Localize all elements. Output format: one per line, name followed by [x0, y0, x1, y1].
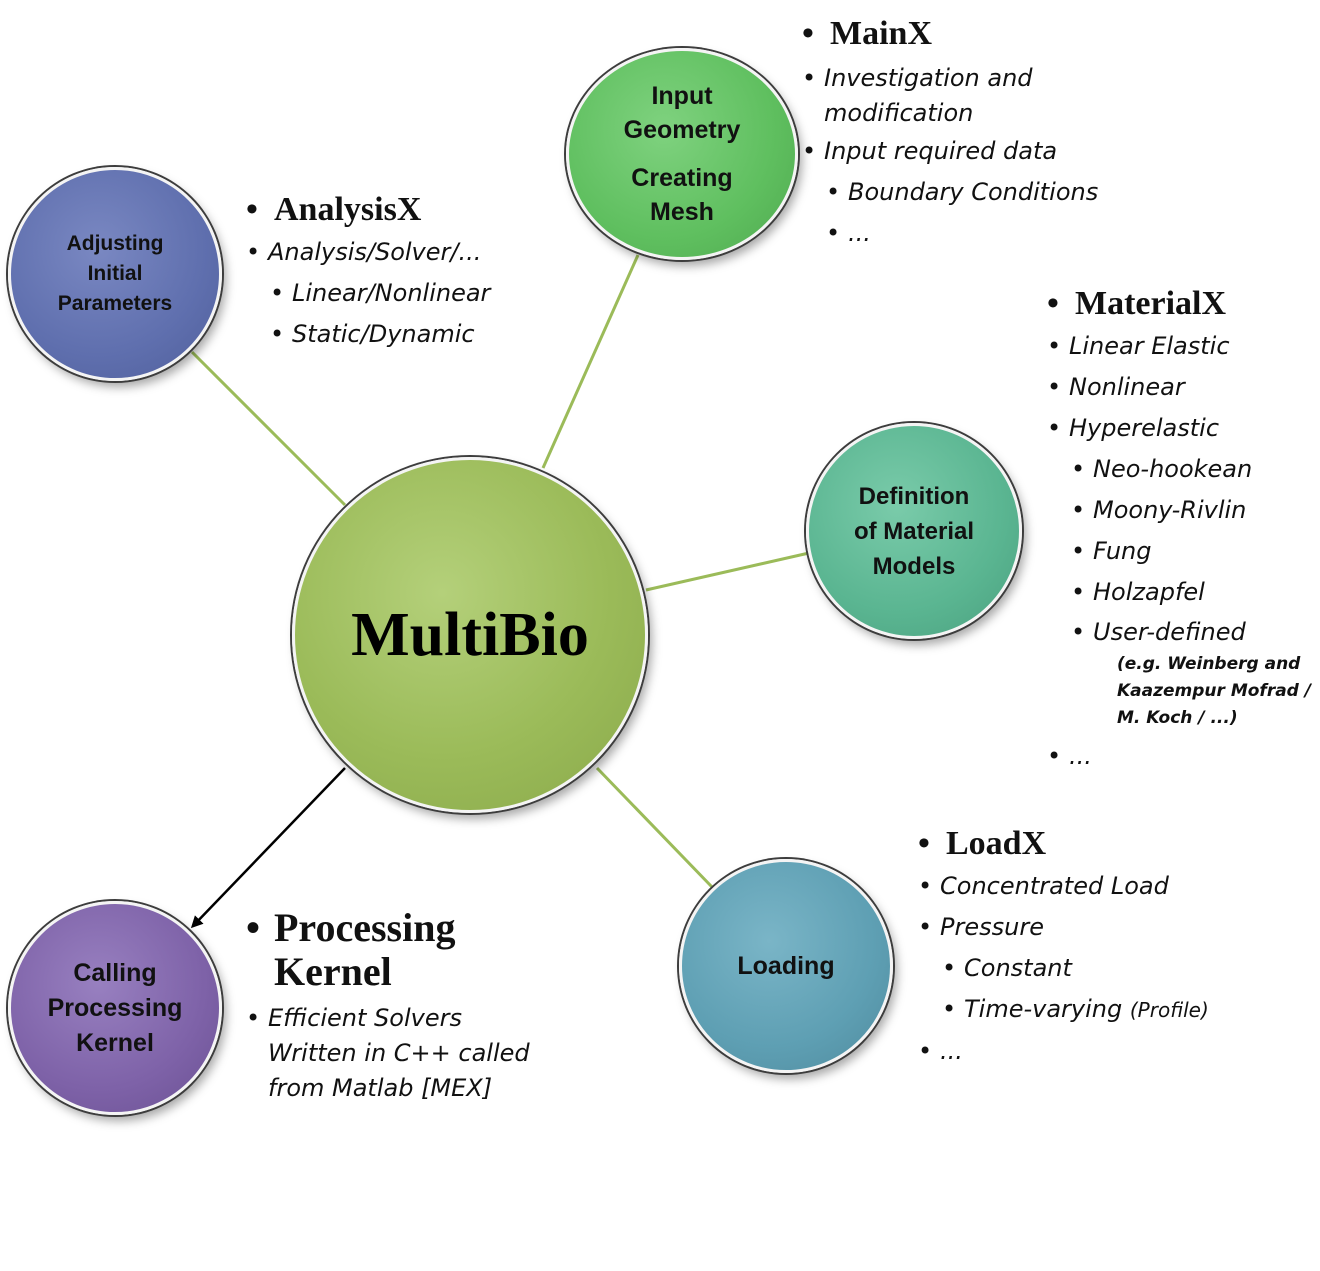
list-item: Nonlinear	[1045, 367, 1311, 408]
center-label: MultiBio	[351, 600, 589, 669]
loadx-list: LoadX Concentrated Load Pressure Constan…	[916, 822, 1209, 1072]
connector-loading	[595, 766, 714, 889]
node-input-geometry: Input Geometry Creating Mesh	[566, 48, 798, 260]
kernel-heading: Processing	[244, 906, 530, 951]
center-node: MultiBio	[292, 457, 648, 813]
list-item: Linear Elastic	[1045, 326, 1311, 367]
list-subitem: Neo-hookean	[1069, 449, 1311, 490]
list-subitem: Constant	[940, 948, 1209, 989]
list-item: Investigation and	[800, 60, 1098, 96]
node-line: Parameters	[57, 292, 173, 315]
loadx-heading: LoadX	[916, 822, 1209, 866]
list-item-continuation: Written in C++ called	[268, 1039, 530, 1067]
profile-label: (Profile)	[1129, 998, 1209, 1022]
user-defined-note: M. Koch / ...)	[1117, 708, 1238, 728]
list-subitem: Linear/Nonlinear	[268, 273, 490, 314]
list-subitem: Static/Dynamic	[268, 314, 490, 355]
kernel-heading-continuation: Kernel	[274, 949, 392, 994]
node-line: of Material	[853, 517, 975, 545]
list-subitem: Holzapfel	[1069, 572, 1311, 613]
list-subitem: User-defined	[1069, 613, 1311, 651]
materialx-heading: MaterialX	[1045, 282, 1311, 326]
user-defined-note: (e.g. Weinberg and	[1117, 654, 1301, 674]
node-line: Initial	[87, 262, 143, 285]
node-line: Loading	[737, 951, 835, 980]
user-defined-note: Kaazempur Mofrad /	[1117, 681, 1311, 701]
mainx-list: MainX Investigation and modification Inp…	[800, 12, 1098, 254]
node-material-models: Definition of Material Models	[806, 423, 1022, 639]
analysisx-list: AnalysisX Analysis/Solver/... Linear/Non…	[244, 188, 490, 355]
node-line: Calling	[73, 958, 157, 987]
node-line: Creating	[631, 164, 733, 192]
list-item: Pressure	[916, 907, 1209, 948]
list-item: Analysis/Solver/...	[244, 232, 490, 273]
node-line: Models	[872, 552, 956, 580]
connector-geometry	[541, 254, 640, 469]
list-item: Hyperelastic	[1045, 408, 1311, 449]
list-item: Efficient Solvers	[244, 1000, 530, 1036]
arrow-kernel	[190, 767, 346, 929]
list-subitem: ...	[824, 213, 1098, 254]
connector-material	[645, 551, 810, 592]
list-subitem: Time-varying (Profile)	[940, 989, 1209, 1031]
node-line: Definition	[858, 482, 970, 510]
list-subitem: Boundary Conditions	[824, 172, 1098, 213]
node-line: Adjusting	[66, 232, 164, 255]
list-item-continuation: modification	[824, 99, 974, 127]
node-line: Geometry	[623, 116, 741, 144]
node-line: Processing	[47, 993, 183, 1022]
analysisx-heading: AnalysisX	[244, 188, 490, 232]
node-loading: Loading	[679, 859, 893, 1073]
list-subitem: Fung	[1069, 531, 1311, 572]
list-item-continuation: from Matlab [MEX]	[268, 1074, 493, 1102]
node-adjusting-parameters: Adjusting Initial Parameters	[8, 167, 222, 381]
list-item: ...	[916, 1031, 1209, 1072]
node-line: Input	[651, 82, 713, 110]
node-calling-kernel: Calling Processing Kernel	[8, 901, 222, 1115]
list-item: Input required data	[800, 131, 1098, 172]
connector-adjusting	[190, 350, 347, 507]
materialx-list: MaterialX Linear Elastic Nonlinear Hyper…	[1045, 282, 1311, 777]
list-subitem: Moony-Rivlin	[1069, 490, 1311, 531]
time-varying-label: Time-varying	[964, 995, 1123, 1023]
kernel-list: Processing Kernel Efficient Solvers Writ…	[244, 906, 530, 1106]
node-line: Mesh	[650, 198, 714, 226]
node-line: Kernel	[76, 1028, 154, 1057]
mainx-heading: MainX	[800, 12, 1098, 56]
list-item: ...	[1045, 736, 1311, 777]
list-item: Concentrated Load	[916, 866, 1209, 907]
